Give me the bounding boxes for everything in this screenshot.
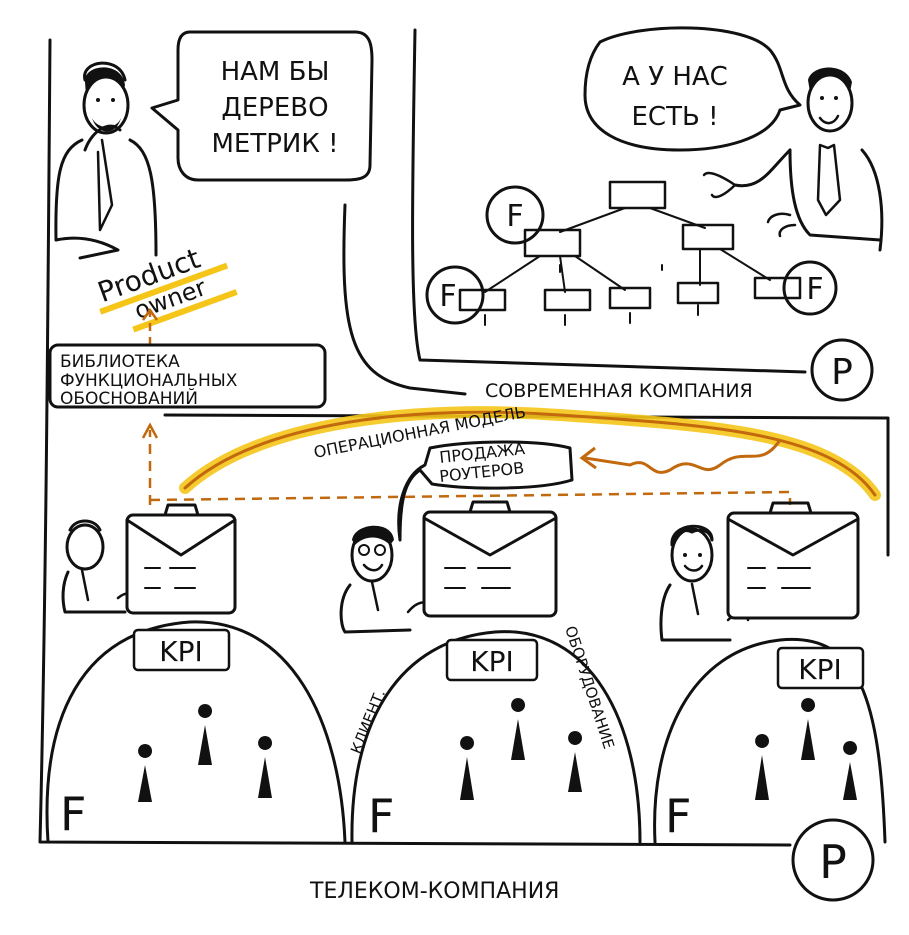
- svg-text:P: P: [831, 352, 853, 393]
- arch-label-client: КЛИЕНТ.: [347, 687, 389, 757]
- modern-speech-line-2: ЕСТЬ !: [632, 102, 719, 132]
- library-line-3: ОБОСНОВАНИЙ: [60, 387, 198, 409]
- domain-owner-2: [339, 525, 434, 634]
- domain-arch-2: [350, 630, 642, 844]
- library-to-owner-arrow: [141, 307, 159, 345]
- product-owner-label: Product owner: [93, 242, 238, 333]
- library-line-1: БИБЛИОТЕКА: [60, 352, 180, 372]
- pawns-domain-2: [460, 698, 583, 800]
- router-sales-box: ПРОДАЖА РОУТЕРОВ: [397, 439, 574, 542]
- modern-company-frame: [411, 28, 807, 374]
- briefcase-dashed-links: [141, 422, 792, 505]
- domain-f-1: F: [60, 787, 86, 841]
- tree-f-2: F: [439, 279, 456, 314]
- modern-company-label: СОВРЕМЕННАЯ КОМПАНИЯ: [485, 380, 753, 402]
- router-sales-arrow: [579, 439, 782, 474]
- kpi-box-2: KPI: [445, 638, 539, 682]
- kpi-box-3: KPI: [776, 646, 865, 690]
- product-owner-speech-bubble: НАМ БЫ ДЕРЕВО МЕТРИК !: [150, 30, 374, 182]
- highlight-product: [99, 262, 229, 315]
- svg-text:KPI: KPI: [470, 645, 514, 678]
- metric-tree: F F F: [425, 180, 838, 326]
- arch-label-equipment: ОБОРУДОВАНИЕ: [561, 624, 618, 751]
- left-frame: [38, 38, 792, 847]
- speech-line-2: ДЕРЕВО: [221, 93, 328, 123]
- domain-f-2: F: [368, 789, 394, 843]
- briefcase-2: [422, 500, 558, 618]
- briefcase-3: [726, 501, 860, 620]
- telecom-company-badge: P: [791, 818, 875, 902]
- domain-f-3: F: [665, 789, 691, 843]
- speech-line-3: МЕТРИК !: [211, 129, 338, 159]
- briefcase-1: [125, 503, 237, 615]
- svg-text:P: P: [819, 835, 847, 889]
- tree-f-3: F: [806, 272, 823, 307]
- tree-f-1: F: [506, 199, 523, 234]
- pawns-domain-1: [138, 704, 273, 802]
- product-owner-figure: [54, 61, 158, 260]
- pawns-domain-3: [755, 698, 858, 800]
- modern-presenter-figure: [702, 67, 884, 252]
- speech-line-1: НАМ БЫ: [221, 57, 330, 87]
- library-box: БИБЛИОТЕКА ФУНКЦИОНАЛЬНЫХ ОБОСНОВАНИЙ: [48, 343, 327, 409]
- domain-owner-1: [61, 519, 136, 614]
- highlight-owner: [132, 289, 238, 333]
- domain-owner-3: [659, 524, 750, 642]
- domain-arch-3: [653, 637, 887, 844]
- modern-speech-bubble: А У НАС ЕСТЬ !: [583, 26, 802, 152]
- modern-company-badge: P: [810, 338, 874, 402]
- library-line-2: ФУНКЦИОНАЛЬНЫХ: [60, 371, 238, 391]
- telecom-company-label: ТЕЛЕКОМ-КОМПАНИЯ: [309, 879, 559, 904]
- svg-text:KPI: KPI: [798, 653, 842, 686]
- kpi-box-1: KPI: [132, 628, 231, 672]
- modern-speech-line-1: А У НАС: [622, 62, 728, 92]
- domain-arch-1: [45, 620, 347, 844]
- svg-text:KPI: KPI: [159, 635, 203, 668]
- operating-model-arc: [179, 406, 881, 501]
